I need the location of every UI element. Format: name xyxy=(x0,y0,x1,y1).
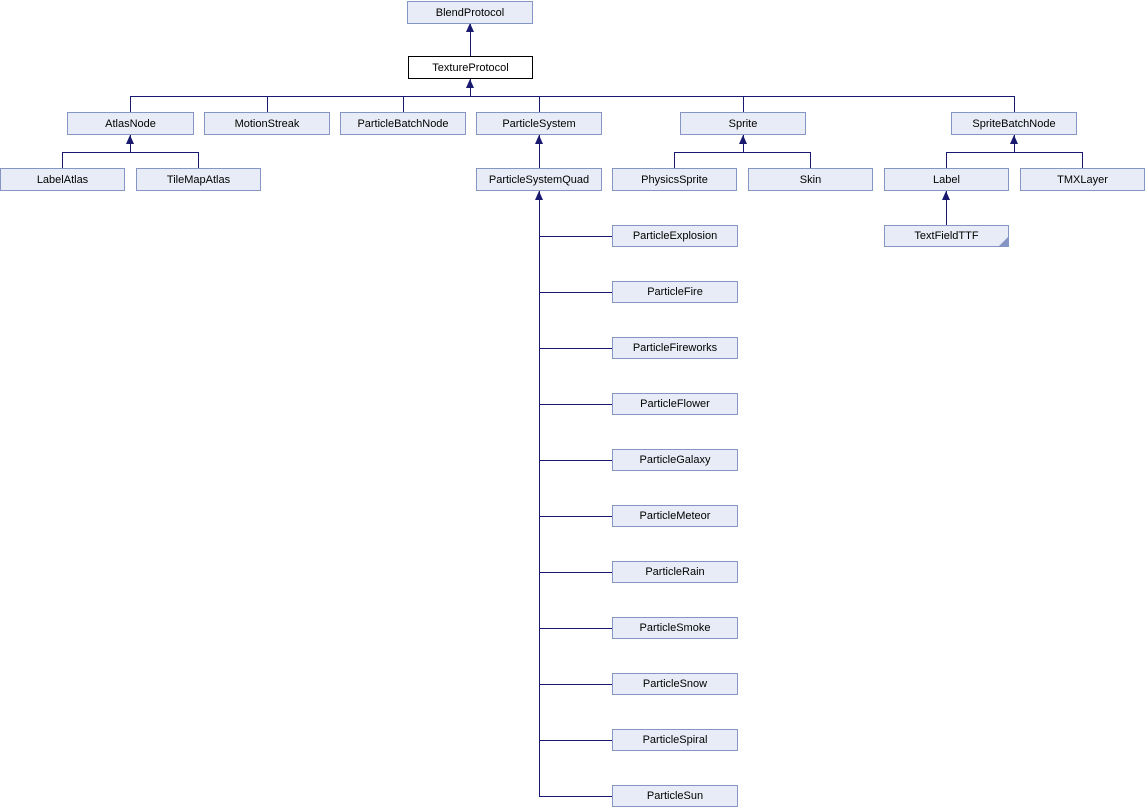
edge-line-horizontal xyxy=(62,152,199,153)
edge-line-horizontal xyxy=(539,292,612,293)
class-node-labelatlas[interactable]: LabelAtlas xyxy=(0,168,125,191)
class-node-particlemeteor[interactable]: ParticleMeteor xyxy=(612,505,738,527)
edge-line-vertical xyxy=(403,96,404,112)
class-node-blendprotocol[interactable]: BlendProtocol xyxy=(407,1,533,24)
class-node-particlefire[interactable]: ParticleFire xyxy=(612,281,738,303)
edge-line-horizontal xyxy=(674,152,811,153)
inheritance-arrowhead-icon xyxy=(466,79,474,88)
edge-line-horizontal xyxy=(539,684,612,685)
edge-line-vertical xyxy=(198,152,199,168)
class-node-particlesystem[interactable]: ParticleSystem xyxy=(476,112,602,135)
class-node-particlerain[interactable]: ParticleRain xyxy=(612,561,738,583)
edge-line-vertical xyxy=(946,152,947,168)
edge-line-vertical xyxy=(62,152,63,168)
edge-line-horizontal xyxy=(539,516,612,517)
edge-line-vertical xyxy=(539,135,540,168)
edge-line-horizontal xyxy=(539,796,612,797)
inheritance-arrowhead-icon xyxy=(466,23,474,32)
class-node-skin[interactable]: Skin xyxy=(748,168,873,191)
edge-line-vertical xyxy=(539,191,540,797)
class-node-particlebatchnode[interactable]: ParticleBatchNode xyxy=(340,112,466,135)
class-node-particleflower[interactable]: ParticleFlower xyxy=(612,393,738,415)
class-node-particlegalaxy[interactable]: ParticleGalaxy xyxy=(612,449,738,471)
class-node-particlesnow[interactable]: ParticleSnow xyxy=(612,673,738,695)
class-node-tmxlayer[interactable]: TMXLayer xyxy=(1020,168,1145,191)
edge-line-horizontal xyxy=(130,96,1015,97)
class-node-particlespiral[interactable]: ParticleSpiral xyxy=(612,729,738,751)
edge-line-horizontal xyxy=(946,152,1083,153)
edge-line-vertical xyxy=(130,96,131,112)
edge-line-horizontal xyxy=(539,236,612,237)
edge-line-vertical xyxy=(810,152,811,168)
inheritance-arrowhead-icon xyxy=(126,135,134,144)
inheritance-arrowhead-icon xyxy=(739,135,747,144)
edge-line-vertical xyxy=(946,191,947,225)
edge-line-vertical xyxy=(743,96,744,112)
edge-line-vertical xyxy=(539,96,540,112)
edge-line-vertical xyxy=(267,96,268,112)
inheritance-arrowhead-icon xyxy=(1010,135,1018,144)
edge-line-vertical xyxy=(674,152,675,168)
inheritance-arrowhead-icon xyxy=(535,191,543,200)
class-node-particlefireworks[interactable]: ParticleFireworks xyxy=(612,337,738,359)
edge-line-horizontal xyxy=(539,460,612,461)
class-node-sprite[interactable]: Sprite xyxy=(680,112,806,135)
inheritance-arrowhead-icon xyxy=(535,135,543,144)
class-node-tilemapatlas[interactable]: TileMapAtlas xyxy=(136,168,261,191)
edge-line-horizontal xyxy=(539,740,612,741)
edge-line-vertical xyxy=(1082,152,1083,168)
edge-line-horizontal xyxy=(539,572,612,573)
edge-line-horizontal xyxy=(539,628,612,629)
class-node-textfieldttf[interactable]: TextFieldTTF xyxy=(884,225,1009,247)
class-node-particlesun[interactable]: ParticleSun xyxy=(612,785,738,807)
edge-line-vertical xyxy=(1014,96,1015,112)
folded-corner-icon xyxy=(999,237,1008,246)
class-node-particlesmoke[interactable]: ParticleSmoke xyxy=(612,617,738,639)
edge-line-vertical xyxy=(470,23,471,56)
class-node-particleexplosion[interactable]: ParticleExplosion xyxy=(612,225,738,247)
class-node-motionstreak[interactable]: MotionStreak xyxy=(204,112,330,135)
edge-line-horizontal xyxy=(539,404,612,405)
class-node-atlasnode[interactable]: AtlasNode xyxy=(67,112,194,135)
class-node-spritebatchnode[interactable]: SpriteBatchNode xyxy=(951,112,1077,135)
edge-line-horizontal xyxy=(539,348,612,349)
class-node-textureprotocol: TextureProtocol xyxy=(408,56,533,79)
class-node-label[interactable]: Label xyxy=(884,168,1009,191)
inheritance-arrowhead-icon xyxy=(942,191,950,200)
class-node-physicssprite[interactable]: PhysicsSprite xyxy=(612,168,737,191)
class-node-particlesystemquad[interactable]: ParticleSystemQuad xyxy=(476,168,602,191)
